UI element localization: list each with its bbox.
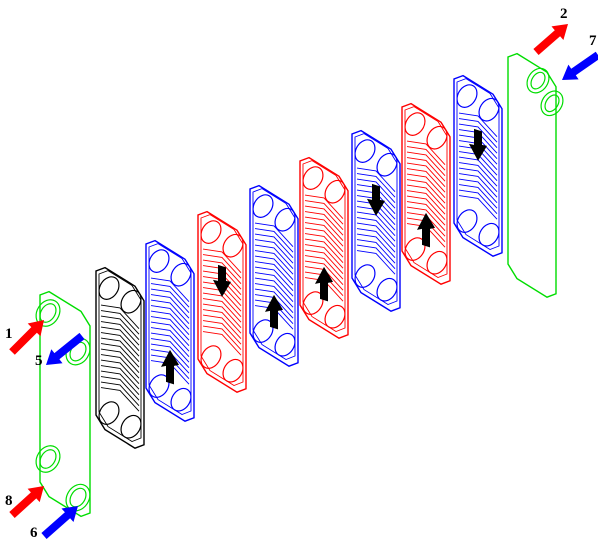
plate-port-2 (252, 319, 274, 343)
plate-end-frame-9 (507, 52, 564, 298)
plate-start-plate-1 (95, 266, 145, 449)
plate-port-1 (120, 289, 142, 314)
plate-port-2 (302, 291, 324, 315)
plate-port-3 (426, 250, 448, 275)
port-label-2: 2 (560, 6, 568, 22)
plate-port-1 (324, 179, 346, 204)
frame-port-inner-3 (69, 487, 87, 508)
plate-port-3 (274, 332, 296, 357)
flow-arrow-up (417, 212, 435, 248)
plate-port-2 (98, 401, 120, 425)
plate-port-0 (200, 220, 222, 244)
plate-port-3 (170, 387, 192, 412)
port-arrows (9, 24, 598, 539)
plate-stack (35, 52, 564, 518)
plate-port-2 (148, 374, 170, 398)
port-labels: 1 5 8 6 2 7 (5, 6, 597, 541)
plate-port-0 (98, 276, 120, 300)
port-label-8: 8 (5, 493, 13, 509)
plate-port-1 (478, 97, 500, 122)
plate-port-3 (376, 277, 398, 302)
flow-arrow-up (161, 349, 179, 385)
port-label-5: 5 (35, 353, 43, 369)
plate-channel-plate-2 (145, 239, 195, 422)
port-arrow-2 (533, 24, 568, 55)
plate-port-1 (222, 233, 244, 258)
plate-port-0 (302, 166, 324, 190)
flow-arrow-up (265, 294, 283, 330)
plate-port-3 (120, 414, 142, 439)
port-arrow-5 (46, 332, 85, 365)
plate-channel-plate-8 (453, 74, 503, 257)
plate-port-1 (376, 152, 398, 177)
frame-port-2 (35, 445, 61, 473)
end-port-1 (540, 90, 564, 117)
plate-channel-plate-3 (197, 210, 247, 393)
frame-port-inner-2 (39, 449, 57, 469)
plate-port-2 (200, 345, 222, 369)
port-label-7: 7 (589, 33, 597, 49)
port-arrow-6 (41, 506, 78, 539)
plate-port-0 (456, 84, 478, 108)
port-arrow-1 (9, 320, 44, 355)
plate-channel-plate-7 (401, 102, 451, 285)
flow-arrow-down (367, 183, 385, 216)
plate-port-1 (170, 262, 192, 287)
plate-port-2 (456, 209, 478, 233)
plate-port-1 (426, 125, 448, 150)
flow-arrow-down (469, 128, 487, 161)
plate-port-2 (354, 264, 376, 288)
plate-port-2 (404, 237, 426, 261)
flow-arrow-up (315, 266, 333, 302)
plate-port-3 (478, 222, 500, 247)
port-label-1: 1 (5, 326, 13, 342)
port-label-6: 6 (30, 525, 38, 541)
port-arrow-8 (9, 486, 45, 518)
plate-port-0 (148, 249, 170, 273)
plate-port-3 (222, 358, 244, 383)
end-port-0 (526, 67, 550, 94)
port-arrow-7 (562, 51, 598, 80)
plate-port-0 (404, 112, 426, 136)
plate-channel-plate-6 (351, 129, 401, 312)
plate-port-0 (252, 194, 274, 218)
plate-port-1 (274, 207, 296, 232)
plate-channel-plate-5 (299, 156, 349, 339)
plate-port-0 (354, 139, 376, 163)
plate-channel-plate-4 (249, 184, 299, 367)
end-port-inner-1 (544, 94, 560, 113)
flow-arrow-down (213, 264, 231, 297)
plate-port-3 (324, 304, 346, 329)
end-port-inner-0 (530, 71, 546, 90)
